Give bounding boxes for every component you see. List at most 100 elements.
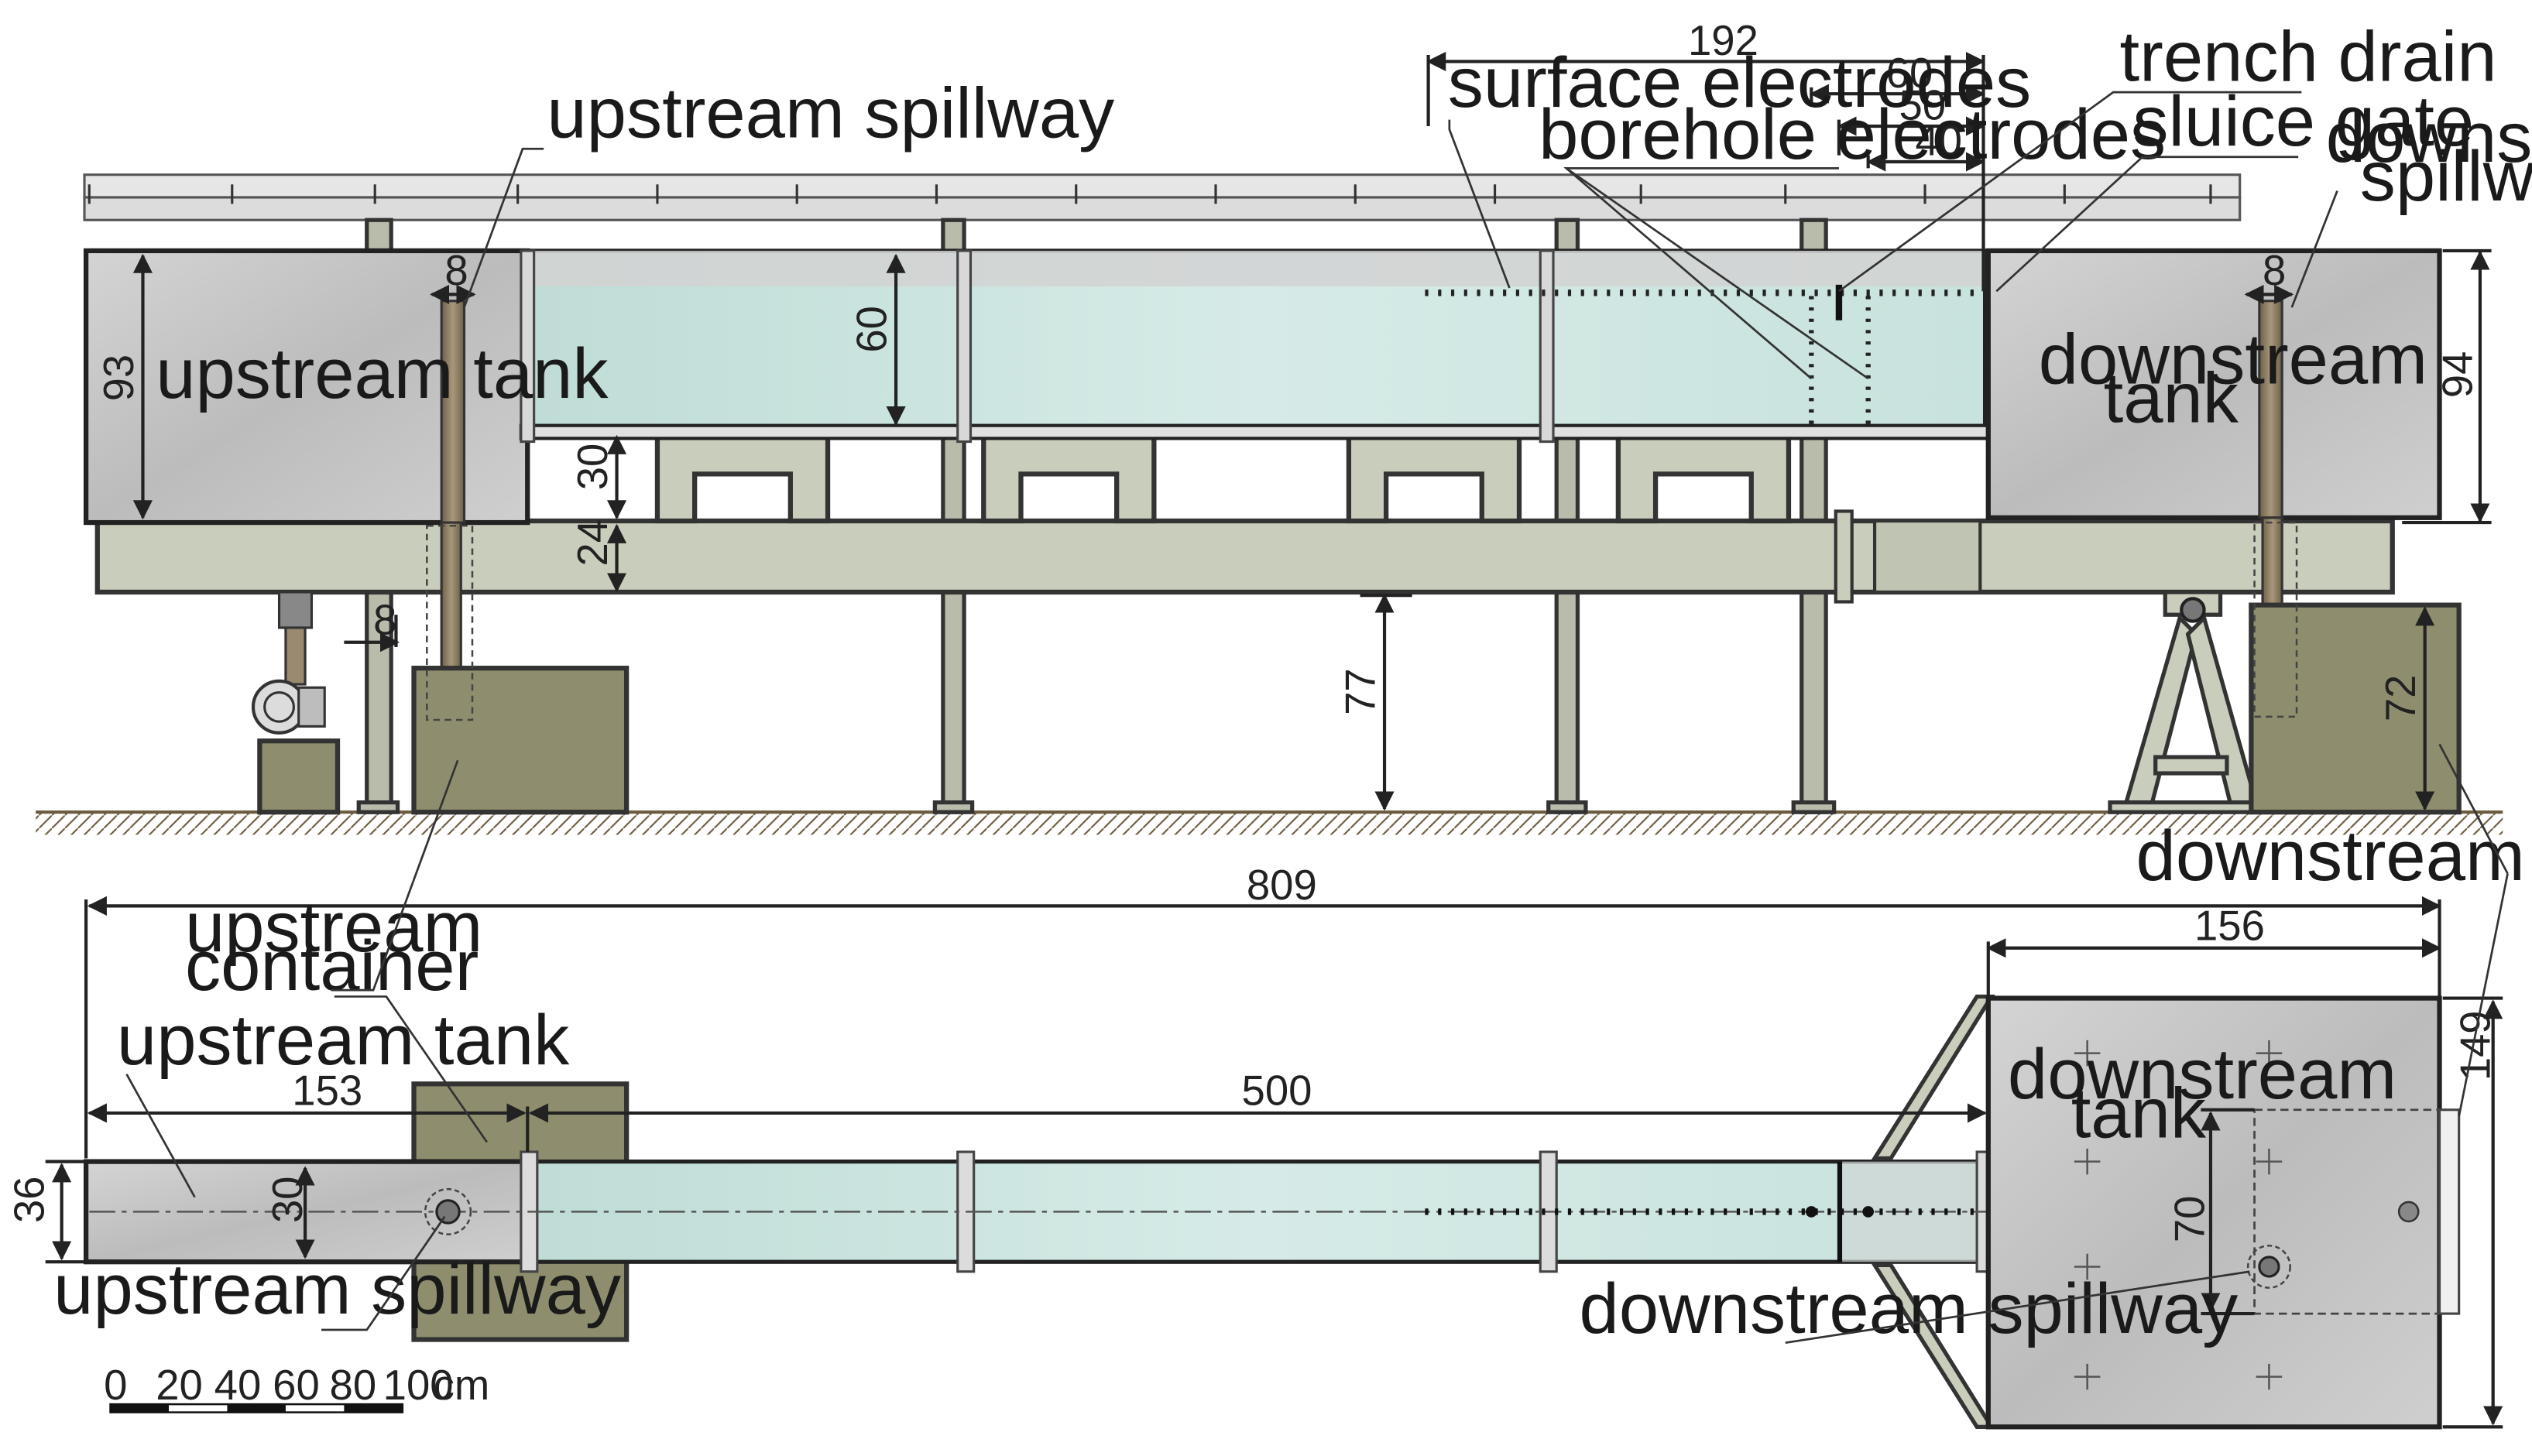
- scale-tick: 0: [104, 1362, 127, 1409]
- post-foot: [1791, 800, 1837, 814]
- label-line: upstream: [185, 887, 482, 967]
- dim-8-right: 8: [2263, 247, 2286, 294]
- dim-94: 94: [2434, 351, 2481, 398]
- rail-ticks: [87, 184, 2212, 204]
- dim-30-plan: 30: [264, 1177, 311, 1223]
- pipe-dashed: [2253, 521, 2298, 718]
- dim-60-side: 60: [848, 306, 895, 352]
- label-line: tank: [2071, 1073, 2207, 1153]
- scale-bar: [109, 1403, 404, 1413]
- label-downstream-spillway-plan: downstream spillway: [1580, 1269, 2239, 1348]
- side-view: 192 60 50 40 8 8 93 60 30 24 8 77 94 72 …: [36, 17, 2532, 896]
- label-line: downstream: [2039, 319, 2427, 399]
- dim-72: 72: [2377, 675, 2424, 721]
- post-foot: [932, 800, 975, 814]
- top-rail-lower: [83, 196, 2242, 221]
- dim-500: 500: [1242, 1067, 1312, 1115]
- label-trench-drain: trench drain: [2120, 17, 2497, 97]
- scale-tick: 100: [383, 1362, 454, 1409]
- leader-lines-plan: [125, 759, 2509, 1345]
- a-frame-stand: [2108, 590, 2275, 814]
- top-rail: [83, 173, 2242, 199]
- dim-156: 156: [2194, 902, 2265, 949]
- flume-flange: [520, 249, 536, 444]
- dim-40: 40: [1915, 118, 1962, 165]
- downstream-tank-side: [1985, 248, 2442, 520]
- scale-tick: 40: [214, 1362, 262, 1409]
- label-upstream-tank-side: upstream tank: [156, 334, 609, 413]
- pivot-icon: [2180, 597, 2206, 623]
- dim-149: 149: [2451, 1010, 2499, 1081]
- dim-93: 93: [95, 355, 142, 401]
- label-sluice-gate: sluice gate: [2132, 81, 2474, 161]
- borehole-electrode-plan: [1862, 1206, 1875, 1218]
- flume-flange: [956, 249, 973, 444]
- upstream-spillway-pipe: [440, 521, 462, 670]
- upstream-container-side: [411, 666, 630, 815]
- beam-section: [1872, 519, 1982, 594]
- beam-joint: [1834, 509, 1854, 604]
- upstream-spillway-hole: [435, 1199, 461, 1225]
- flume-bottom: [519, 423, 1994, 440]
- support-frame: [981, 434, 1157, 524]
- dim-192: 192: [1688, 17, 1758, 64]
- label-downstream-tank-side: downstreamtank: [2039, 319, 2427, 437]
- pipe-dashed: [426, 524, 474, 721]
- label-line: tank: [2104, 358, 2239, 438]
- downstream-spillway-hole: [2258, 1256, 2280, 1278]
- dim-77: 77: [1336, 668, 1384, 714]
- dim-70: 70: [2167, 1196, 2214, 1242]
- label-line: downstream: [2008, 1034, 2396, 1114]
- label-downstream-tank-plan: downstreamtank: [2008, 1034, 2396, 1153]
- post-foot: [356, 800, 400, 814]
- post-foot: [1546, 800, 1588, 814]
- downstream-spillway-plan-icon: [2246, 1245, 2291, 1289]
- pump: [251, 591, 341, 815]
- label-line: downstream: [2326, 98, 2532, 177]
- side-dimensions: [132, 51, 2492, 811]
- dim-24: 24: [569, 519, 616, 566]
- plan-view: 809 156 153 500 36 30 149 70 upstream co…: [6, 759, 2509, 1430]
- label-line: spillway: [2360, 136, 2532, 216]
- flume-top-band: [527, 250, 1985, 286]
- downstream-spillway-pipe: [2261, 516, 2283, 608]
- label-downstream-spillway-top: downstream spillway: [2326, 98, 2532, 216]
- dim-30-side: 30: [569, 444, 616, 490]
- label-upstream-spillway-plan: upstream spillway: [53, 1249, 621, 1329]
- scale-unit: cm: [434, 1362, 490, 1409]
- dim-36: 36: [6, 1177, 53, 1223]
- support-frame: [1615, 434, 1792, 524]
- scale-tick: 20: [156, 1362, 203, 1409]
- dim-60-top: 60: [1886, 50, 1933, 97]
- bolt-marks: [2074, 1040, 2283, 1390]
- downstream-outlet: [2438, 1108, 2461, 1315]
- pump-motor-icon: [251, 679, 307, 735]
- upstream-spillway-plan-icon: [424, 1187, 472, 1235]
- trench-drain: [1835, 284, 1843, 320]
- main-beam: [94, 518, 2395, 595]
- outlet-hole: [2397, 1201, 2420, 1223]
- dim-8-pump: 8: [373, 596, 396, 643]
- dim-153: 153: [292, 1067, 362, 1115]
- ground: [36, 812, 2503, 835]
- flume-flange: [1539, 249, 1555, 444]
- label-surface-electrodes: surface electrodes: [1448, 43, 2031, 122]
- scale-tick: 80: [330, 1362, 377, 1409]
- label-borehole-electrodes: borehole electrodes: [1539, 94, 2166, 174]
- flume-plan-gate: [1837, 1161, 1843, 1262]
- flume-support-frames: [654, 434, 1792, 524]
- leader-lines-side: [463, 91, 2509, 875]
- support-frame: [1346, 434, 1522, 524]
- dim-809: 809: [1247, 862, 1317, 909]
- dim-8-left: 8: [444, 247, 468, 294]
- label-upstream-spillway-top: upstream spillway: [547, 74, 1114, 153]
- support-frame: [654, 434, 831, 524]
- plan-dimensions: [45, 896, 2503, 1429]
- dim-50: 50: [1899, 82, 1947, 129]
- downstream-container-side: [2249, 602, 2462, 815]
- label-upstream-tank-plan: upstream tank: [117, 1000, 570, 1080]
- borehole-electrode-plan: [1805, 1206, 1817, 1218]
- label-downstream-container: downstream container: [2136, 816, 2532, 896]
- label-line: container: [185, 926, 479, 1005]
